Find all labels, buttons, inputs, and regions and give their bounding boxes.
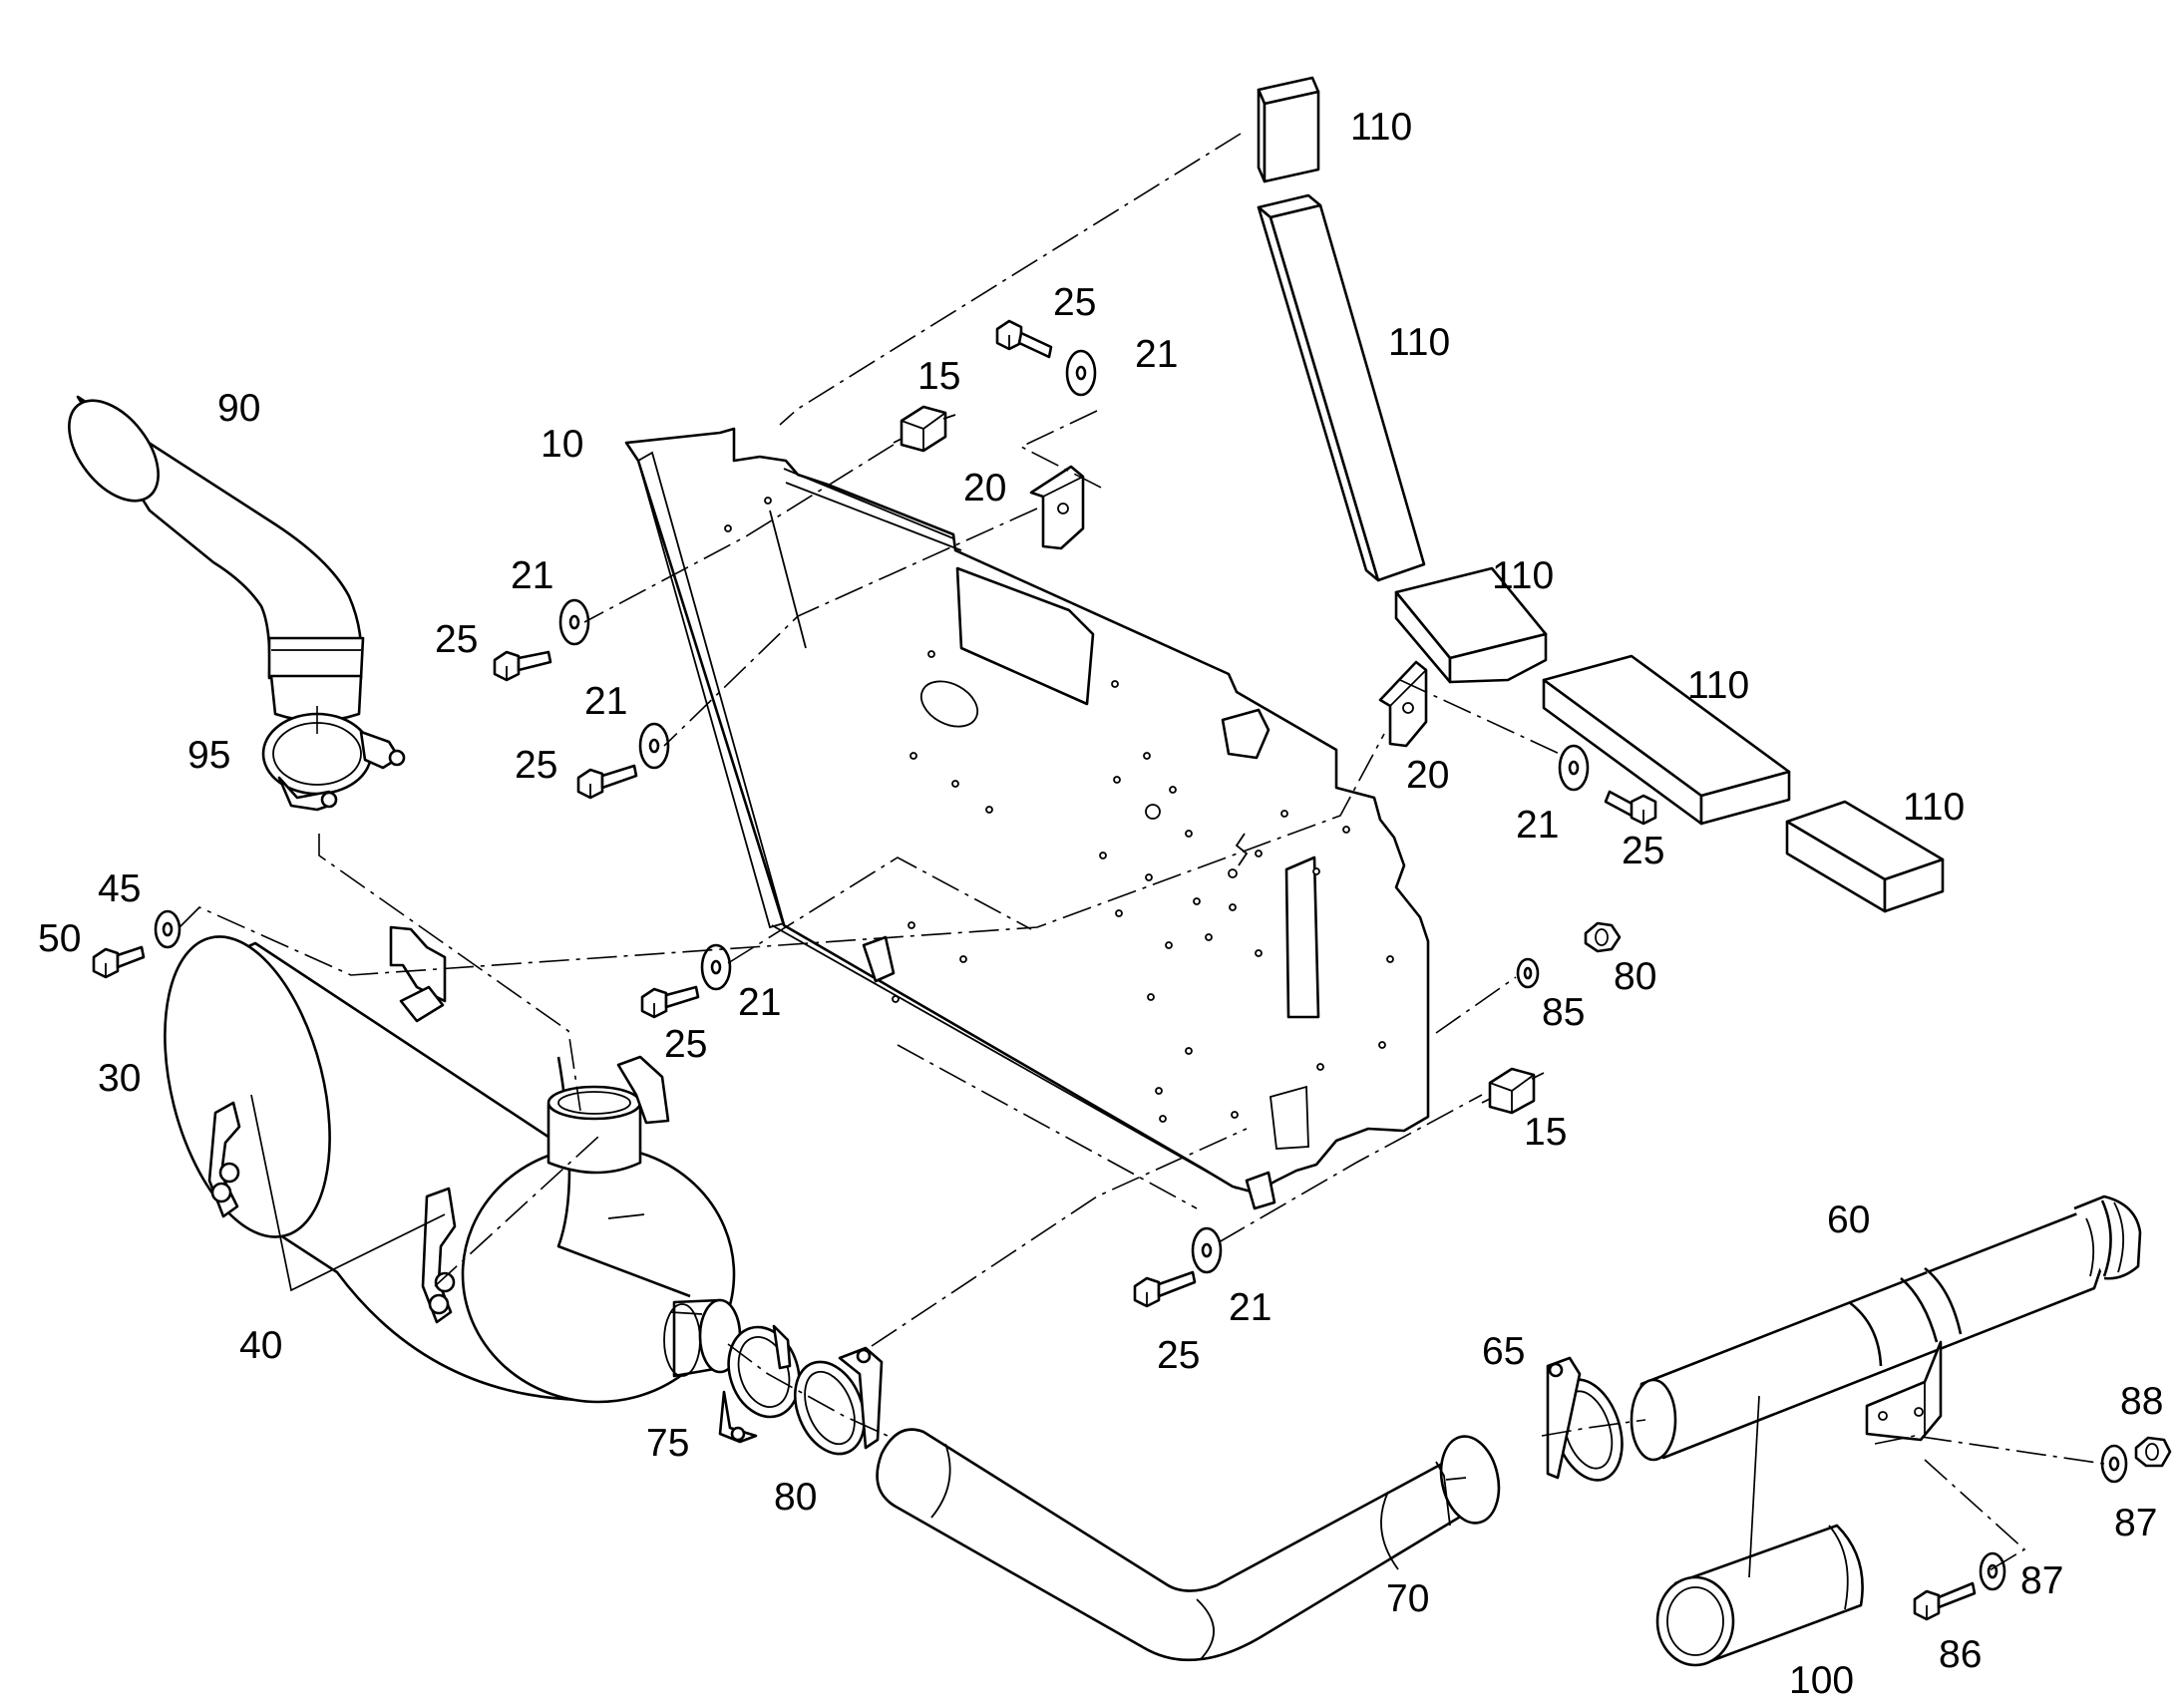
callout-100: 100 xyxy=(1789,1659,1854,1702)
muffler-30 xyxy=(164,935,742,1404)
callout-15-upper: 15 xyxy=(917,355,960,398)
callout-20-upper: 20 xyxy=(963,467,1006,510)
washer-21-d xyxy=(700,943,732,991)
callout-21-b: 21 xyxy=(511,554,553,597)
callout-50: 50 xyxy=(38,917,81,960)
callout-60: 60 xyxy=(1827,1198,1870,1241)
washer-87-upper xyxy=(2100,1444,2128,1484)
callout-87-lower: 87 xyxy=(2020,1559,2063,1602)
callout-110-bottom: 110 xyxy=(1903,786,1965,829)
callout-110-top: 110 xyxy=(1350,106,1412,149)
callout-20-lower: 20 xyxy=(1406,754,1449,797)
foam-block-110-middle xyxy=(1394,566,1548,684)
callout-75: 75 xyxy=(646,1422,689,1465)
callout-21-c: 21 xyxy=(584,680,627,723)
callout-21-f: 21 xyxy=(1516,804,1559,847)
callout-25-d: 25 xyxy=(664,1023,707,1066)
callout-labels: 110 110 110 110 110 90 10 15 15 25 25 25… xyxy=(38,106,2163,1702)
bracket-20-upper xyxy=(1029,465,1085,550)
foam-block-110-long xyxy=(1542,654,1791,826)
isolator-15-lower xyxy=(1481,1067,1545,1115)
bolt-25-b xyxy=(493,650,552,682)
callout-25-b: 25 xyxy=(435,618,478,661)
callout-110-middle: 110 xyxy=(1492,554,1554,597)
washer-21-c xyxy=(638,722,670,770)
clamp-75 xyxy=(718,1324,801,1444)
callout-25-e: 25 xyxy=(1157,1334,1200,1377)
callout-80-upper: 80 xyxy=(1614,955,1656,998)
callout-45: 45 xyxy=(98,867,141,910)
foam-block-110-vertical xyxy=(1257,193,1426,582)
alignment-lines xyxy=(179,133,2105,1574)
callout-110-vertical: 110 xyxy=(1388,321,1450,364)
exhaust-stack-90 xyxy=(68,395,365,723)
callout-85: 85 xyxy=(1542,991,1585,1034)
bolt-25-f xyxy=(1604,790,1657,826)
mounting-plate-10 xyxy=(624,427,1430,1210)
callout-21-d: 21 xyxy=(738,981,781,1024)
washer-85 xyxy=(1516,957,1540,989)
exhaust-pipe-70 xyxy=(876,1428,1501,1662)
callout-25-f: 25 xyxy=(1622,830,1664,872)
muffler-strap-40-left xyxy=(207,925,447,1218)
callout-21-e: 21 xyxy=(1229,1286,1272,1329)
callout-90: 90 xyxy=(217,387,260,430)
washer-21-b xyxy=(558,598,590,646)
bolt-50 xyxy=(92,945,146,979)
callout-40: 40 xyxy=(239,1324,282,1367)
washer-21-a xyxy=(1065,349,1097,397)
resonator-100 xyxy=(1655,1524,1864,1667)
callout-65: 65 xyxy=(1482,1330,1525,1373)
bolt-25-c xyxy=(576,764,638,800)
washer-45 xyxy=(154,909,182,949)
clamp-95 xyxy=(261,712,406,812)
callout-70: 70 xyxy=(1386,1577,1429,1620)
washer-21-f xyxy=(1558,744,1590,792)
bolt-25-e xyxy=(1133,1270,1197,1308)
isolator-15-upper xyxy=(893,405,956,453)
bracket-20-lower xyxy=(1378,660,1428,748)
callout-110-long: 110 xyxy=(1687,664,1749,707)
nut-88 xyxy=(2134,1436,2172,1468)
callout-21-a: 21 xyxy=(1135,333,1178,376)
callout-10: 10 xyxy=(541,423,583,466)
callout-88: 88 xyxy=(2120,1380,2163,1423)
callout-80-lower: 80 xyxy=(774,1476,817,1519)
callout-25-a: 25 xyxy=(1053,281,1096,324)
washer-87-lower xyxy=(1979,1551,2006,1591)
tail-pipe-60 xyxy=(1630,1195,2142,1462)
washer-21-e xyxy=(1191,1226,1223,1274)
callout-30: 30 xyxy=(98,1057,141,1100)
clamp-65 xyxy=(1546,1356,1624,1482)
callout-15-lower: 15 xyxy=(1524,1111,1567,1154)
callout-87-upper: 87 xyxy=(2114,1502,2157,1544)
callout-86: 86 xyxy=(1939,1633,1982,1676)
bolt-86 xyxy=(1913,1581,1977,1621)
callout-95: 95 xyxy=(187,734,230,777)
foam-block-110-top xyxy=(1257,76,1320,183)
bolt-25-d xyxy=(640,985,700,1019)
callout-25-c: 25 xyxy=(515,744,557,787)
bolt-25-a xyxy=(995,319,1053,359)
leader-lines xyxy=(250,1094,1760,1578)
nut-80 xyxy=(1584,921,1622,953)
foam-block-110-bottom xyxy=(1785,800,1945,913)
